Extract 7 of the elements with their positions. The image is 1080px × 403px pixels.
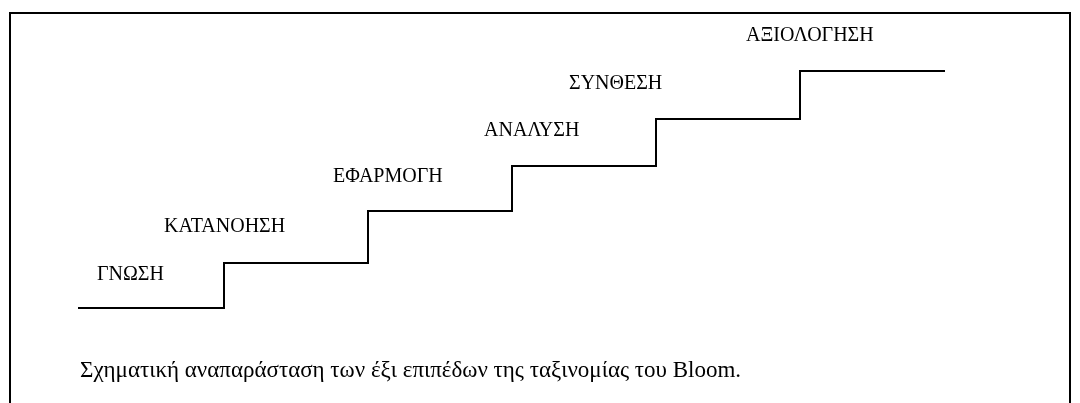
step-label: ΑΞΙΟΛΟΓΗΣΗ: [746, 24, 874, 44]
step-label: ΕΦΑΡΜΟΓΗ: [333, 165, 443, 185]
step-label: ΓΝΩΣΗ: [97, 263, 164, 283]
step-label: ΚΑΤΑΝΟΗΣΗ: [164, 215, 286, 235]
caption: Σχηματική αναπαράσταση των έξι επιπέδων της ταξινομίας του Bloom.: [80, 358, 742, 381]
step-label: ΣΥΝΘΕΣΗ: [569, 72, 663, 92]
step-label: ΑΝΑΛΥΣΗ: [484, 119, 580, 139]
